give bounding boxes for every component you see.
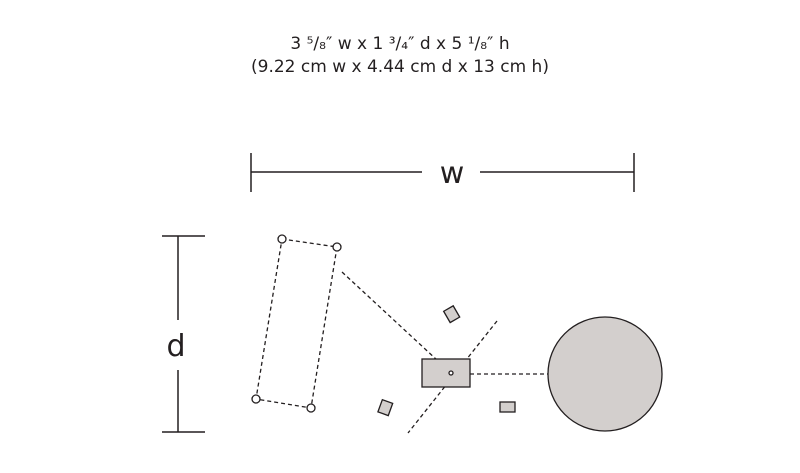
width-dimension-line (250, 153, 635, 192)
imperial-dimensions: 3 ⁵/₈″ w x 1 ³/₄″ d x 5 ¹/₈″ h (290, 34, 510, 54)
center-block (421, 358, 471, 388)
screw-icon (306, 403, 316, 413)
small-block (499, 401, 516, 413)
dashed-arm-line (341, 271, 452, 374)
screw-icon (332, 242, 342, 252)
small-block-rotated (442, 304, 461, 324)
screw-icon (277, 234, 287, 244)
screw-icon (251, 394, 261, 404)
pivot-point (448, 370, 454, 376)
depth-dimension-line (162, 235, 205, 433)
depth-label: d (166, 329, 185, 364)
metric-dimensions: (9.22 cm w x 4.44 cm d x 13 cm h) (251, 57, 549, 77)
dashed-panel-outline (255, 238, 338, 409)
small-block-rotated (377, 398, 394, 417)
width-label: w (440, 156, 465, 191)
round-base (547, 316, 663, 432)
